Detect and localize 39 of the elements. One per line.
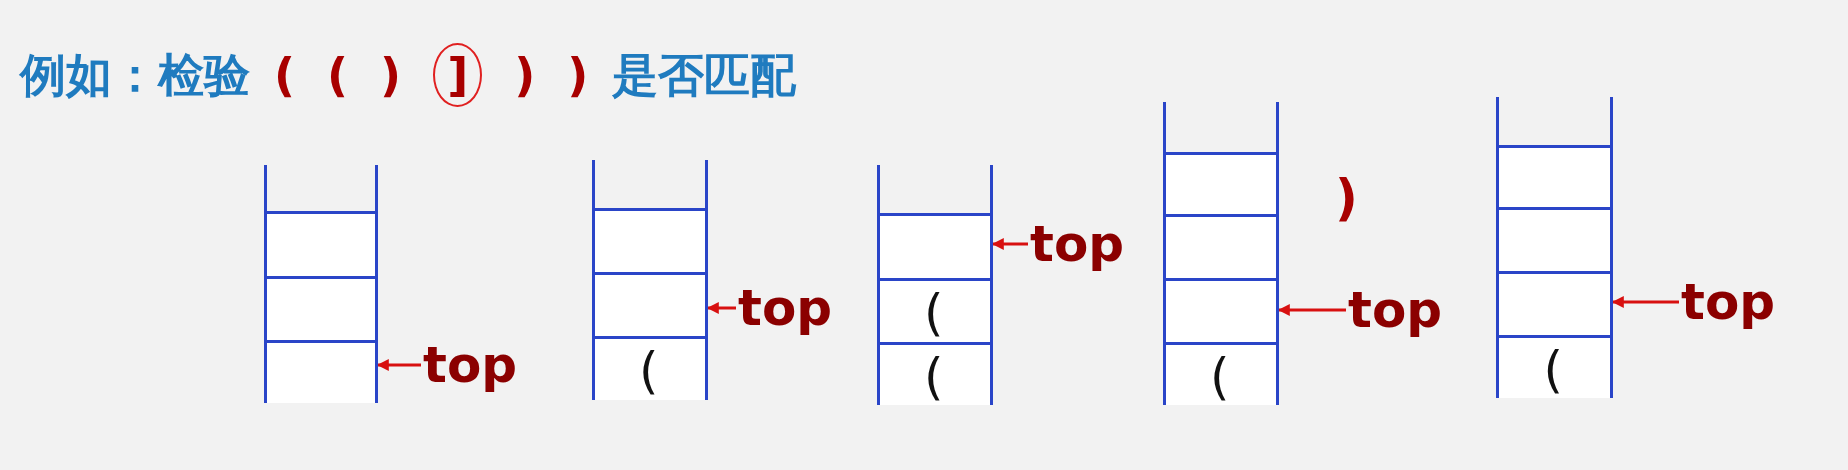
stack-cell (267, 211, 375, 276)
stack-cell (1166, 342, 1276, 405)
pointer-label: top (1348, 280, 1443, 340)
bracket-symbol: ( (1543, 344, 1563, 395)
stack-cell (1166, 278, 1276, 342)
bracket-symbol: ( (639, 346, 659, 396)
title-text: 例如：检验 ( ( ) ] ) ) 是否匹配 (20, 40, 797, 110)
stack-cell (880, 213, 990, 278)
stack-cell (1499, 335, 1610, 398)
bracket-symbol: ( (1210, 351, 1230, 402)
stack-frame (877, 165, 993, 405)
bracket-symbol: ( (924, 288, 944, 338)
pointer-label: top (423, 335, 518, 395)
pointer-label: top (1681, 272, 1776, 332)
stack-cell (267, 340, 375, 403)
stack-cell (880, 342, 990, 405)
arrow (706, 302, 736, 314)
stack-frame (1163, 102, 1279, 405)
stack-cell (1499, 271, 1610, 335)
arrow (1611, 296, 1679, 308)
stack-cell (1499, 207, 1610, 271)
stack-cell (595, 208, 705, 272)
pointer-label: top (1030, 214, 1125, 274)
arrow (376, 359, 421, 371)
stack-cell (595, 272, 705, 336)
stack-frame (592, 160, 708, 400)
stack-frame (264, 165, 378, 403)
stack-cell (595, 336, 705, 400)
bracket-label: ) (1335, 168, 1358, 228)
stack-frame (1496, 97, 1613, 398)
pointer-label: top (738, 278, 833, 338)
arrow (1277, 304, 1346, 316)
stack-cell (1499, 145, 1610, 207)
stack-cell (267, 276, 375, 340)
stack-cell (880, 278, 990, 342)
arrow (991, 238, 1028, 250)
bracket-symbol: ( (924, 351, 944, 402)
stack-cell (1166, 152, 1276, 214)
stack-cell (1166, 214, 1276, 278)
